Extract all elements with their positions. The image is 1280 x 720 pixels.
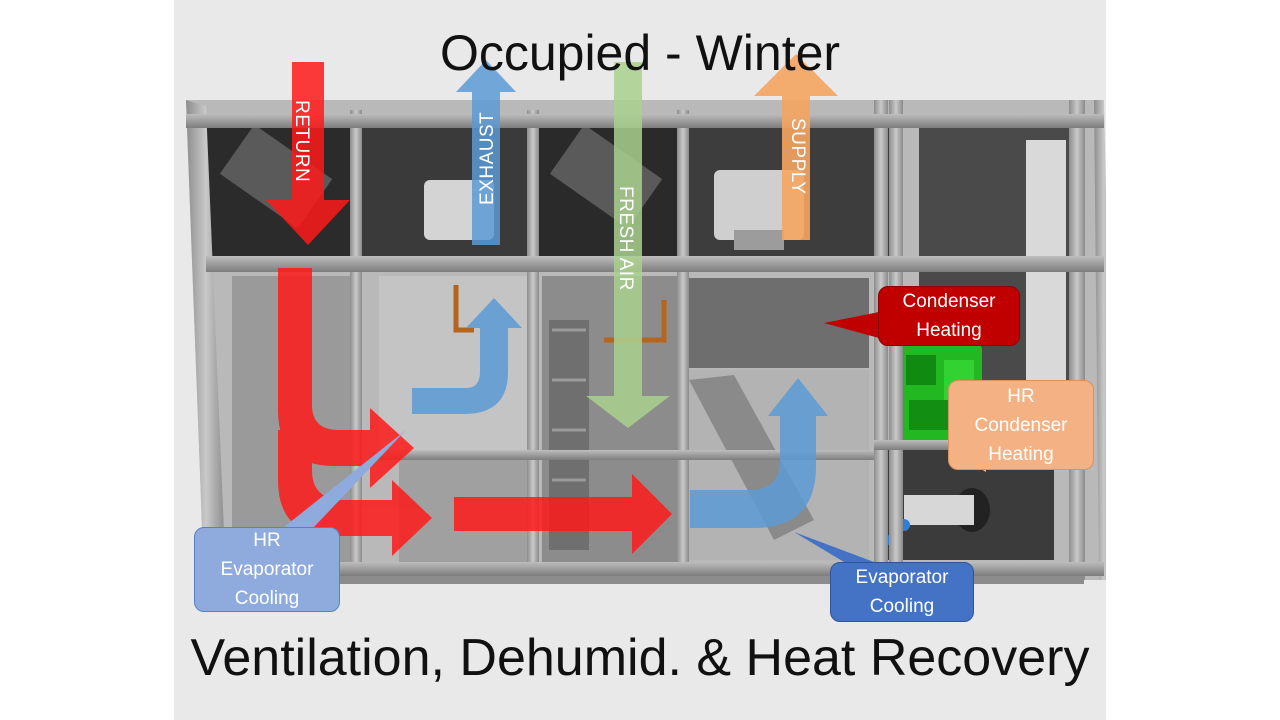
supply-air-path-arrow	[690, 378, 828, 528]
slide: Occupied - Winter RETURN EXHAUST FRESH A…	[174, 0, 1106, 720]
hr-evaporator-cooling-callout: HR Evaporator Cooling	[194, 527, 340, 612]
evaporator-cooling-callout: Evaporator Cooling	[830, 562, 974, 622]
supply-arrow-label: SUPPLY	[787, 118, 808, 195]
hr-evaporator-cooling-pointer	[284, 430, 406, 527]
callout-line: HR	[1007, 385, 1035, 407]
diagram-title: Occupied - Winter	[439, 25, 841, 81]
callout-line: Cooling	[869, 596, 935, 617]
exhaust-arrow	[412, 60, 522, 414]
hr-condenser-heating-callout: HR Condenser Heating	[948, 380, 1094, 470]
callout-line: HR	[253, 530, 281, 551]
condenser-heating-pointer	[824, 312, 879, 338]
condenser-heating-callout: Condenser Heating	[878, 286, 1020, 346]
evaporator-cooling-pointer	[794, 532, 874, 562]
callout-line: Condenser	[902, 291, 996, 312]
fresh-air-arrow	[586, 62, 670, 428]
callout-line: Evaporator	[220, 559, 314, 580]
return-arrow	[266, 62, 432, 556]
return-arrow-label: RETURN	[291, 100, 312, 183]
supply-arrow	[754, 54, 838, 240]
callout-line: Cooling	[234, 588, 300, 609]
return-arrow-mid	[454, 474, 672, 554]
callout-line: Heating	[988, 443, 1054, 465]
diagram-subtitle: Ventilation, Dehumid. & Heat Recovery	[190, 629, 1090, 687]
callout-line: Evaporator	[855, 567, 949, 588]
fresh-air-arrow-label: FRESH AIR	[615, 186, 636, 291]
exhaust-arrow-label: EXHAUST	[477, 111, 498, 205]
callout-line: Heating	[916, 320, 982, 341]
callout-line: Condenser	[974, 414, 1068, 436]
